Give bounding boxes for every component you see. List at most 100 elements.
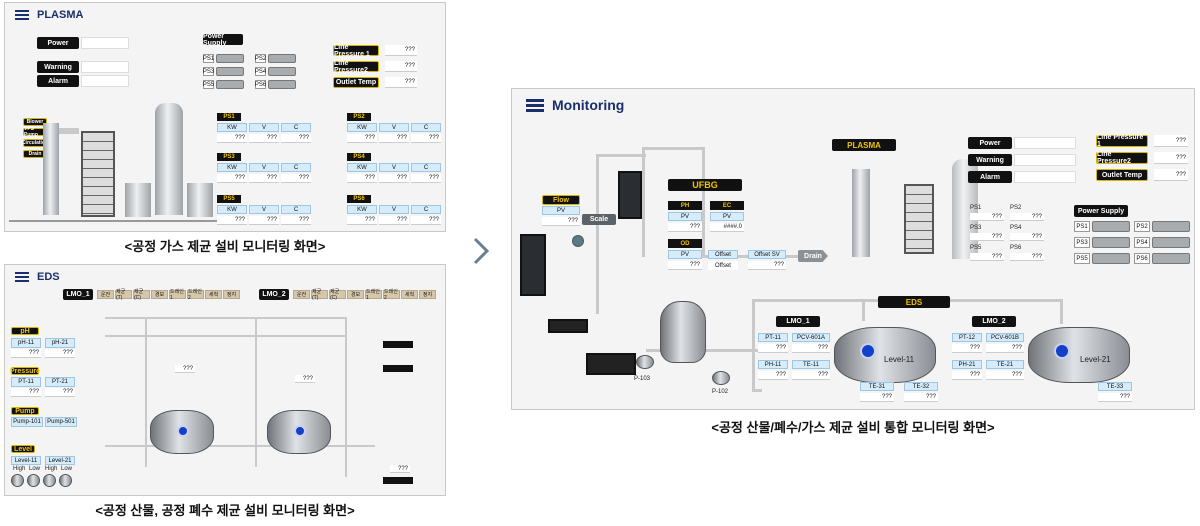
lmo2-label[interactable]: LMO_2 (259, 289, 289, 300)
lmo2-tab-1[interactable]: 제균(T) (311, 289, 328, 301)
mon-te33-value: ??? (1098, 393, 1132, 402)
mon-pt11-label: PT-11 (758, 333, 788, 342)
ps6-label: PS6 (254, 80, 267, 89)
ph11-value: ??? (11, 349, 41, 358)
mon-te11-value: ??? (792, 371, 830, 380)
ec-pv-label: PV (710, 212, 744, 221)
mon-warning-label: Warning (968, 154, 1012, 166)
ps2-indicator (268, 54, 296, 63)
offset-value: Offset (708, 261, 738, 270)
mon-rack (904, 184, 934, 254)
p102-label: P-102 (712, 389, 729, 395)
lmo2-tab-3[interactable]: 경보 (347, 290, 364, 299)
lmo1-tab-7[interactable]: 정지 (223, 290, 240, 299)
lmo1-tab-4[interactable]: 드레인1 (169, 289, 186, 301)
mon-ps-label-5: PS5 (1074, 253, 1090, 264)
ps2-label: PS2 (254, 54, 267, 63)
menu-icon[interactable] (15, 9, 29, 21)
ps4-value-0: ??? (347, 174, 377, 183)
mon-ps-grid-value-1: ??? (970, 213, 1004, 221)
plasma-title-text: PLASMA (37, 9, 84, 21)
pump-label: Pump (11, 407, 39, 415)
level-lamp-2 (27, 474, 40, 487)
mon-pcv601a-value: ??? (792, 344, 830, 353)
eds-tag-2 (383, 365, 413, 372)
ps4-col-1: V (379, 163, 409, 172)
main-pipe-3 (642, 147, 645, 257)
ps5-label: PS5 (202, 80, 215, 89)
pump-p103 (636, 355, 654, 369)
ps2-value-0: ??? (347, 134, 377, 143)
offset-sv-value: ??? (748, 261, 786, 270)
monitoring-title: Monitoring (526, 97, 624, 113)
pressure-label: Pressure (10, 367, 40, 375)
mon-line-pressure2-label: Line Pressure2 (1096, 151, 1148, 165)
mon-pt12-value: ??? (952, 344, 982, 353)
menu-icon[interactable] (15, 271, 29, 283)
level-lamp-3 (43, 474, 56, 487)
ps5-col-1: V (249, 205, 279, 214)
main-pipe-2 (596, 154, 646, 157)
ps5-value-2: ??? (281, 216, 311, 225)
mon-ps-label-6: PS6 (1134, 253, 1150, 264)
eds-panel: EDS LMO_1 LMO_2 pH pH-11 pH-21 ??? ??? P… (4, 264, 446, 496)
lmo2-tab-5[interactable]: 드레인2 (383, 289, 400, 301)
lmo1-tab-6[interactable]: 세척 (205, 290, 222, 299)
main-pipe-8 (752, 299, 755, 389)
ps2-col-1: V (379, 123, 409, 132)
main-pipe-5 (702, 147, 705, 257)
mon-pt12-label: PT-12 (952, 333, 982, 342)
pid-pipe-v2 (255, 317, 257, 467)
mon-ps-indicator-2 (1152, 221, 1190, 232)
ps3-table-header: PS3 (217, 153, 241, 161)
lmo1-tab-1[interactable]: 제균(T) (115, 289, 132, 301)
lmo1-tab-5[interactable]: 드레인2 (187, 289, 204, 301)
warning-value (81, 61, 129, 73)
offset-sv-label: Offset SV (748, 250, 786, 259)
menu-icon[interactable] (526, 98, 544, 112)
bottom-frame (9, 220, 229, 222)
lmo2-tab-0[interactable]: 운전 (293, 290, 310, 299)
ps1-label: PS1 (202, 54, 215, 63)
plasma-panel: PLASMA Power Warning Alarm Power Supply … (4, 2, 446, 232)
lmo1-tab-2[interactable]: 제균(C) (133, 289, 150, 301)
plasma-title: PLASMA (15, 9, 83, 21)
black-unit (548, 319, 588, 333)
mon-pt11-value: ??? (758, 344, 788, 353)
ps2-value-1: ??? (379, 134, 409, 143)
mon-ph11-value: ??? (758, 371, 788, 380)
outlet-temp-value: ??? (385, 77, 417, 88)
mon-eds-tank-2-sightglass (1054, 343, 1070, 359)
ph21-label: pH-21 (45, 338, 75, 348)
scale-label: Scale (582, 214, 616, 225)
pump101-label: Pump-101 (11, 417, 43, 427)
lmo2-tab-4[interactable]: 드레인1 (365, 289, 382, 301)
mon-power-value (1014, 137, 1076, 149)
mon-ps-grid-label-2: PS2 (1010, 205, 1022, 211)
line-pressure1-value: ??? (385, 45, 417, 56)
ps2-value-2: ??? (411, 134, 441, 143)
eds-title-text: EDS (37, 271, 60, 283)
ps1-table-header: PS1 (217, 113, 241, 121)
chevron-right-icon (473, 237, 490, 265)
mon-outlet-temp-value: ??? (1154, 169, 1188, 181)
lmo2-tab-7[interactable]: 정지 (419, 290, 436, 299)
monitoring-caption: <공정 산물/폐수/가스 제균 설비 통합 모니터링 화면> (711, 420, 995, 435)
lmo1-tab-0[interactable]: 운전 (97, 290, 114, 299)
lmo1-tab-3[interactable]: 경보 (151, 290, 168, 299)
pt11-label: PT-11 (11, 377, 41, 387)
ps1-col-1: V (249, 123, 279, 132)
eds-tank-2-sightglass (294, 425, 306, 437)
ps4-table-header: PS4 (347, 153, 371, 161)
scrubber-tower (43, 123, 59, 215)
mon-eds-tank-1 (834, 327, 936, 383)
mon-line-pressure2-value: ??? (1154, 152, 1188, 164)
lmo2-tab-2[interactable]: 제균(C) (329, 289, 346, 301)
ps3-value-0: ??? (217, 174, 247, 183)
lmo1-label[interactable]: LMO_1 (63, 289, 93, 300)
ps1-col-2: C (281, 123, 311, 132)
ph-value: ??? (668, 223, 702, 232)
mon-ps-indicator-4 (1152, 237, 1190, 248)
mon-outlet-temp-label: Outlet Temp (1096, 169, 1148, 181)
lmo2-tab-6[interactable]: 세척 (401, 290, 418, 299)
